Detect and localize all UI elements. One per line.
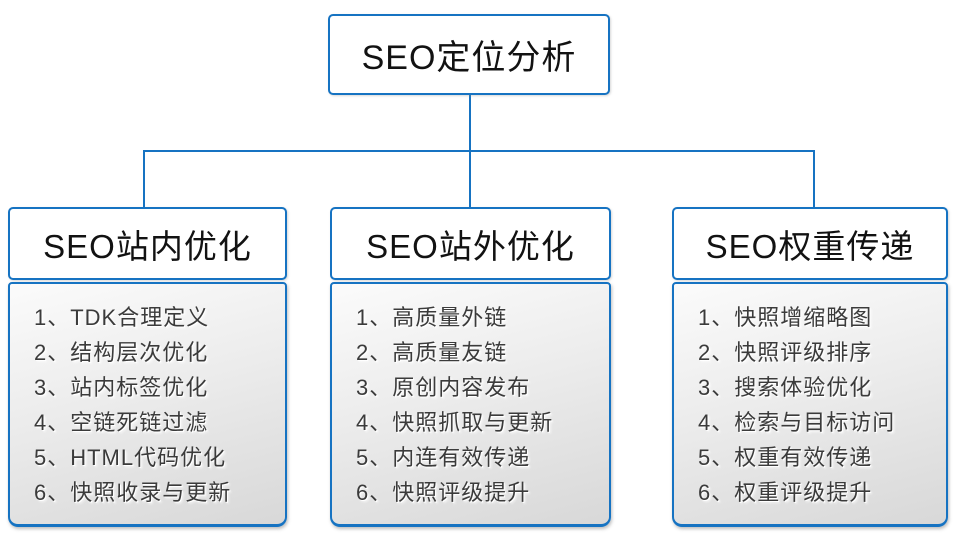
connector-drop-right [813,150,815,207]
list-item: 5、HTML代码优化 [34,445,227,470]
connector-drop-left [143,150,145,207]
list-item: 2、高质量友链 [356,340,508,365]
branch-header-offsite: SEO站外优化 [330,207,611,280]
connector-horizontal [143,150,815,152]
list-item: 4、空链死链过滤 [34,410,209,435]
branch-title: SEO站外优化 [366,227,575,265]
list-item: 6、快照评级提升 [356,480,531,505]
list-item: 1、高质量外链 [356,305,508,330]
list-item: 5、内连有效传递 [356,445,531,470]
list-item: 2、结构层次优化 [34,340,209,365]
list-item: 5、权重有效传递 [698,445,873,470]
list-item: 1、快照增缩略图 [698,305,873,330]
list-item: 6、快照收录与更新 [34,480,232,505]
branch-header-weight: SEO权重传递 [672,207,948,280]
list-item: 1、TDK合理定义 [34,305,210,330]
list-item: 2、快照评级排序 [698,340,873,365]
branch-list-weight: 1、快照增缩略图 2、快照评级排序 3、搜索体验优化 4、检索与目标访问 5、权… [672,282,948,527]
list-item: 3、原创内容发布 [356,375,531,400]
branch-list-onsite: 1、TDK合理定义 2、结构层次优化 3、站内标签优化 4、空链死链过滤 5、H… [8,282,287,527]
list-item: 4、检索与目标访问 [698,410,896,435]
list-item: 3、站内标签优化 [34,375,209,400]
branch-list-offsite: 1、高质量外链 2、高质量友链 3、原创内容发布 4、快照抓取与更新 5、内连有… [330,282,611,527]
root-node-title: SEO定位分析 [361,39,577,77]
list-item: 3、搜索体验优化 [698,375,873,400]
branch-title: SEO站内优化 [43,227,252,265]
list-item: 4、快照抓取与更新 [356,410,554,435]
list-item: 6、权重评级提升 [698,480,873,505]
branch-header-onsite: SEO站内优化 [8,207,287,280]
branch-title: SEO权重传递 [705,227,915,265]
root-node: SEO定位分析 [328,14,610,95]
